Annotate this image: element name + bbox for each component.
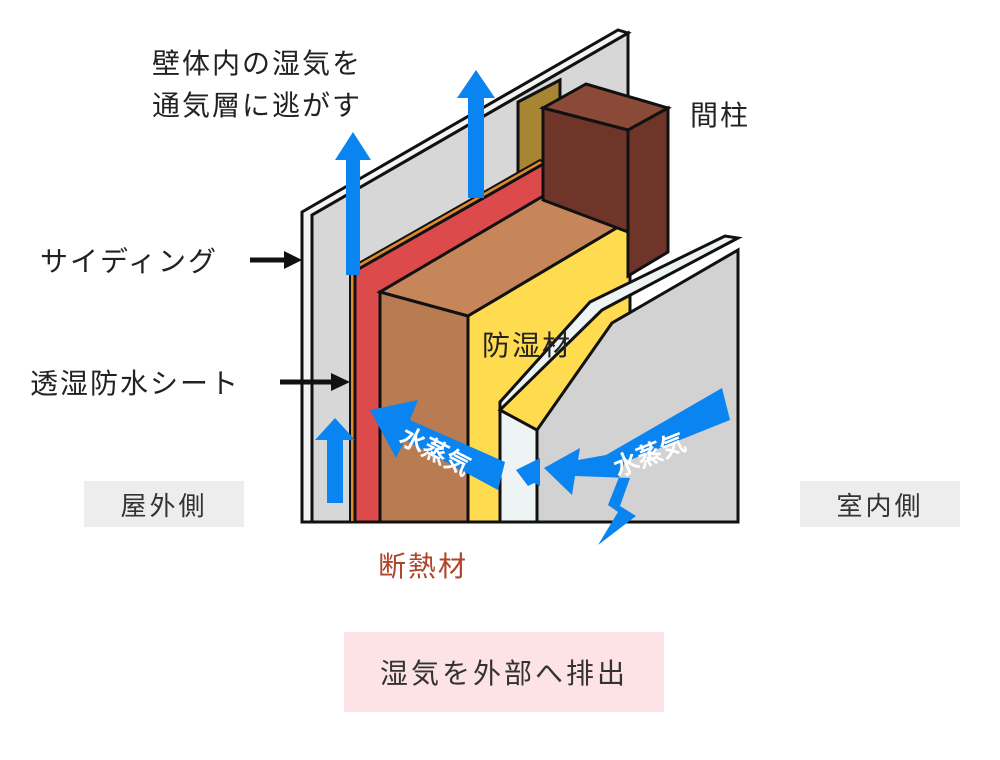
- siding-label: サイディング: [40, 245, 219, 278]
- ventilation-label-line2: 通気層に逃がす: [152, 89, 363, 122]
- up-arrow-icon: [315, 418, 355, 503]
- vapor-arrow-icon: [370, 400, 505, 490]
- footer-banner: 湿気を外部へ排出: [344, 632, 664, 712]
- up-arrow-icon: [335, 132, 371, 275]
- up-arrow-icon: [457, 70, 495, 198]
- insulation-label: 断熱材: [378, 550, 469, 583]
- vapor-arrow-icon: [544, 388, 730, 545]
- pointer-arrow-icon: [284, 251, 302, 269]
- pointer-arrows: [250, 251, 350, 391]
- exterior-side-label: 屋外側: [84, 481, 244, 527]
- stud-side: [626, 105, 670, 279]
- vapor-barrier-label: 防湿材: [482, 329, 573, 362]
- stud-label: 間柱: [690, 99, 751, 132]
- stud-post: [539, 82, 672, 279]
- interior-board-face: [535, 247, 740, 524]
- interior-side-label: 室内側: [800, 481, 960, 527]
- pointer-arrow-icon: [331, 373, 350, 391]
- siding-board-edge: [300, 28, 632, 524]
- interior-board: [497, 234, 743, 524]
- breathable-sheet-label: 透湿防水シート: [30, 367, 241, 400]
- vapor-arrows: [370, 388, 730, 545]
- ventilation-arrows: [315, 70, 495, 503]
- vapor-arrow-icon: [516, 458, 540, 486]
- ventilation-label-line1: 壁体内の湿気を: [152, 47, 363, 80]
